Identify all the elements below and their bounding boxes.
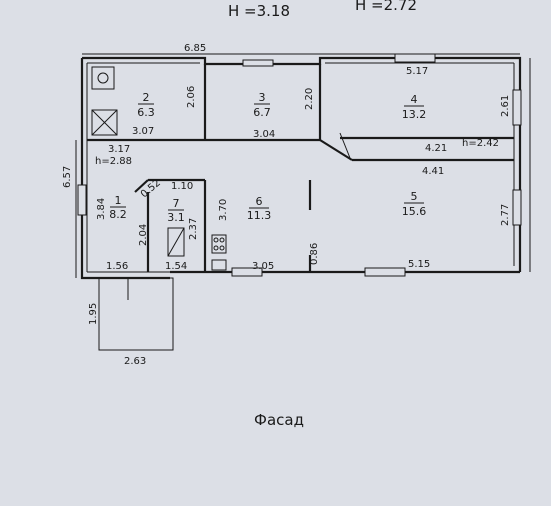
- interior-walls: [87, 64, 514, 272]
- svg-text:6.7: 6.7: [253, 106, 271, 119]
- ceiling-height-right: h=2.42: [462, 138, 499, 149]
- window-top-room3: [242, 59, 274, 67]
- svg-text:1: 1: [115, 194, 122, 207]
- room-4-label: 4 13.2: [402, 93, 427, 121]
- svg-text:8.2: 8.2: [109, 208, 127, 221]
- stove-icon: [211, 234, 227, 254]
- ceiling-height-right-header: H =2.72: [355, 0, 417, 14]
- window-bottom-room6: [231, 267, 263, 277]
- toilet-icon: [91, 66, 115, 90]
- dim-r7-w: 1.10: [171, 181, 193, 192]
- dim-r2-w: 3.07: [132, 126, 154, 137]
- sink-icon: [211, 259, 227, 271]
- svg-text:3: 3: [259, 91, 266, 104]
- svg-text:15.6: 15.6: [402, 205, 427, 218]
- dim-r4-h: 2.61: [500, 95, 511, 117]
- dim-door-w: 0.86: [309, 243, 320, 265]
- window-bottom-room5: [364, 267, 406, 277]
- dim-porch-h: 1.95: [88, 303, 99, 325]
- dim-r5-h: 2.77: [500, 204, 511, 226]
- dim-corr-top: 3.17: [108, 144, 130, 155]
- window-left-room1: [77, 184, 87, 216]
- window-right-room5: [512, 189, 522, 226]
- svg-text:7: 7: [173, 197, 180, 210]
- ceiling-height-left-header: H =3.18: [228, 2, 290, 20]
- dim-r6-h: 3.70: [218, 199, 229, 221]
- dim-top-total: 6.85: [184, 43, 206, 54]
- dim-r5-bottom: 5.15: [408, 259, 430, 270]
- dim-left-total: 6.57: [62, 166, 73, 188]
- svg-text:2: 2: [143, 91, 150, 104]
- window-right-room4: [512, 89, 522, 126]
- facade-label: Фасад: [254, 411, 304, 429]
- dim-bot-1: 1.56: [106, 261, 128, 272]
- svg-text:11.3: 11.3: [247, 209, 272, 222]
- dim-bot-3: 3.05: [252, 261, 274, 272]
- window-top-room4: [394, 53, 436, 63]
- svg-text:13.2: 13.2: [402, 108, 427, 121]
- room-1-label: 1 8.2: [109, 194, 127, 221]
- dim-r3-h: 2.20: [304, 88, 315, 110]
- svg-text:4: 4: [411, 93, 418, 106]
- dim-bot-2: 1.54: [165, 261, 187, 272]
- porch: [98, 277, 174, 351]
- dim-r4-bottom: 4.21: [425, 143, 447, 154]
- dim-corr-r3: 3.04: [253, 129, 275, 140]
- dim-r2-h: 2.06: [186, 86, 197, 108]
- svg-text:6: 6: [256, 195, 263, 208]
- dim-r5-top: 4.41: [422, 166, 444, 177]
- stair-icon: [167, 227, 185, 257]
- dim-porch-w: 2.63: [124, 356, 146, 367]
- dim-r1-h: 3.84: [96, 198, 107, 220]
- shower-icon: [91, 109, 118, 136]
- dim-r4-w: 5.17: [406, 66, 428, 77]
- room-6-label: 6 11.3: [247, 195, 272, 222]
- dim-r7-h1: 2.04: [138, 224, 149, 246]
- ceiling-height-left: h=2.88: [95, 156, 132, 167]
- svg-text:5: 5: [411, 190, 418, 203]
- svg-text:3.1: 3.1: [167, 211, 185, 224]
- svg-text:6.3: 6.3: [137, 106, 155, 119]
- room-2-label: 2 6.3: [137, 91, 155, 119]
- room-5-label: 5 15.6: [402, 190, 427, 218]
- room-7-label: 7 3.1: [167, 197, 185, 224]
- door-swing: [339, 132, 351, 159]
- room-3-label: 3 6.7: [253, 91, 271, 119]
- dim-r7-h2: 2.37: [188, 218, 199, 240]
